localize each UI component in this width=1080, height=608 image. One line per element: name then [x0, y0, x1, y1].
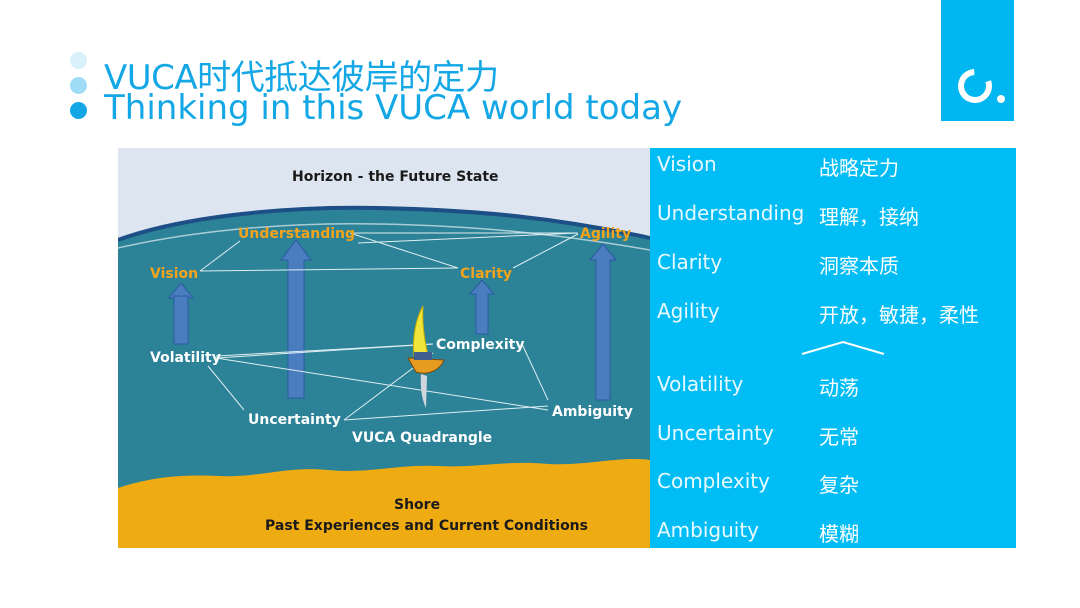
glossary-row: Uncertainty 无常	[650, 417, 1016, 457]
arrow-clarity	[468, 279, 496, 335]
arrows	[167, 239, 618, 401]
glossary-row: Understanding 理解，接纳	[650, 197, 1016, 237]
glossary-row: Complexity 复杂	[650, 465, 1016, 505]
shore-area	[118, 459, 650, 548]
title-chinese: VUCA时代抵达彼岸的定力	[104, 58, 499, 98]
connector-lines	[199, 232, 579, 421]
term-cn: 洞察本质	[819, 254, 899, 278]
term-cn: 理解，接纳	[819, 205, 919, 229]
shore-subtitle: Past Experiences and Current Conditions	[265, 518, 588, 534]
horizon-highlight	[117, 223, 651, 251]
node-complexity: Complexity	[436, 337, 524, 353]
bullet-dot-2	[70, 77, 87, 94]
glossary-row: Ambiguity 模糊	[650, 514, 1016, 554]
arrow-vision-shaft	[173, 295, 189, 345]
bullet-dot-3	[70, 102, 87, 119]
term-cn: 无常	[819, 425, 859, 449]
glossary-row: Vision 战略定力	[650, 148, 1016, 188]
caret-divider-icon	[801, 340, 885, 355]
node-ambiguity: Ambiguity	[552, 404, 633, 420]
glossary-row: Clarity 洞察本质	[650, 246, 1016, 286]
title-bullets	[70, 50, 90, 120]
horizon-label: Horizon - the Future State	[292, 169, 499, 185]
node-clarity: Clarity	[460, 266, 512, 282]
term-cn: 模糊	[819, 522, 859, 546]
glossary-row: Agility 开放，敏捷，柔性	[650, 295, 1016, 335]
term-en: Volatility	[657, 372, 744, 396]
node-volatility: Volatility	[150, 350, 221, 366]
term-en: Agility	[657, 299, 720, 323]
title-english: Thinking in this VUCA world today	[104, 88, 683, 128]
term-en: Ambiguity	[657, 518, 760, 542]
glossary-row: Volatility 动荡	[650, 368, 1016, 408]
term-en: Uncertainty	[657, 421, 774, 445]
node-agility: Agility	[580, 226, 631, 242]
c-dot-logo-icon	[958, 69, 1005, 103]
arrow-understanding	[280, 239, 312, 399]
term-en: Vision	[657, 152, 717, 176]
node-understanding: Understanding	[238, 226, 355, 242]
vuca-diagram-svg: Horizon - the Future State Understanding…	[117, 148, 651, 548]
horizon-line	[117, 205, 651, 242]
term-en: Clarity	[657, 250, 723, 274]
sea-area	[118, 207, 650, 548]
quadrangle-label: VUCA Quadrangle	[352, 430, 492, 446]
term-cn: 复杂	[819, 473, 859, 497]
bullet-dot-1	[70, 52, 87, 69]
term-cn: 开放，敏捷，柔性	[819, 303, 979, 327]
shore-title: Shore	[394, 497, 440, 513]
node-vision: Vision	[150, 266, 198, 282]
vuca-diagram: Horizon - the Future State Understanding…	[117, 148, 651, 548]
glossary-panel: Vision 战略定力 Understanding 理解，接纳 Clarity …	[650, 148, 1016, 548]
term-en: Understanding	[657, 201, 805, 225]
brand-logo	[941, 0, 1014, 121]
arrow-agility	[588, 243, 618, 401]
term-cn: 动荡	[819, 376, 859, 400]
term-cn: 战略定力	[819, 156, 899, 180]
term-en: Complexity	[657, 469, 770, 493]
sailboat-icon	[407, 305, 445, 408]
node-uncertainty: Uncertainty	[248, 412, 341, 428]
